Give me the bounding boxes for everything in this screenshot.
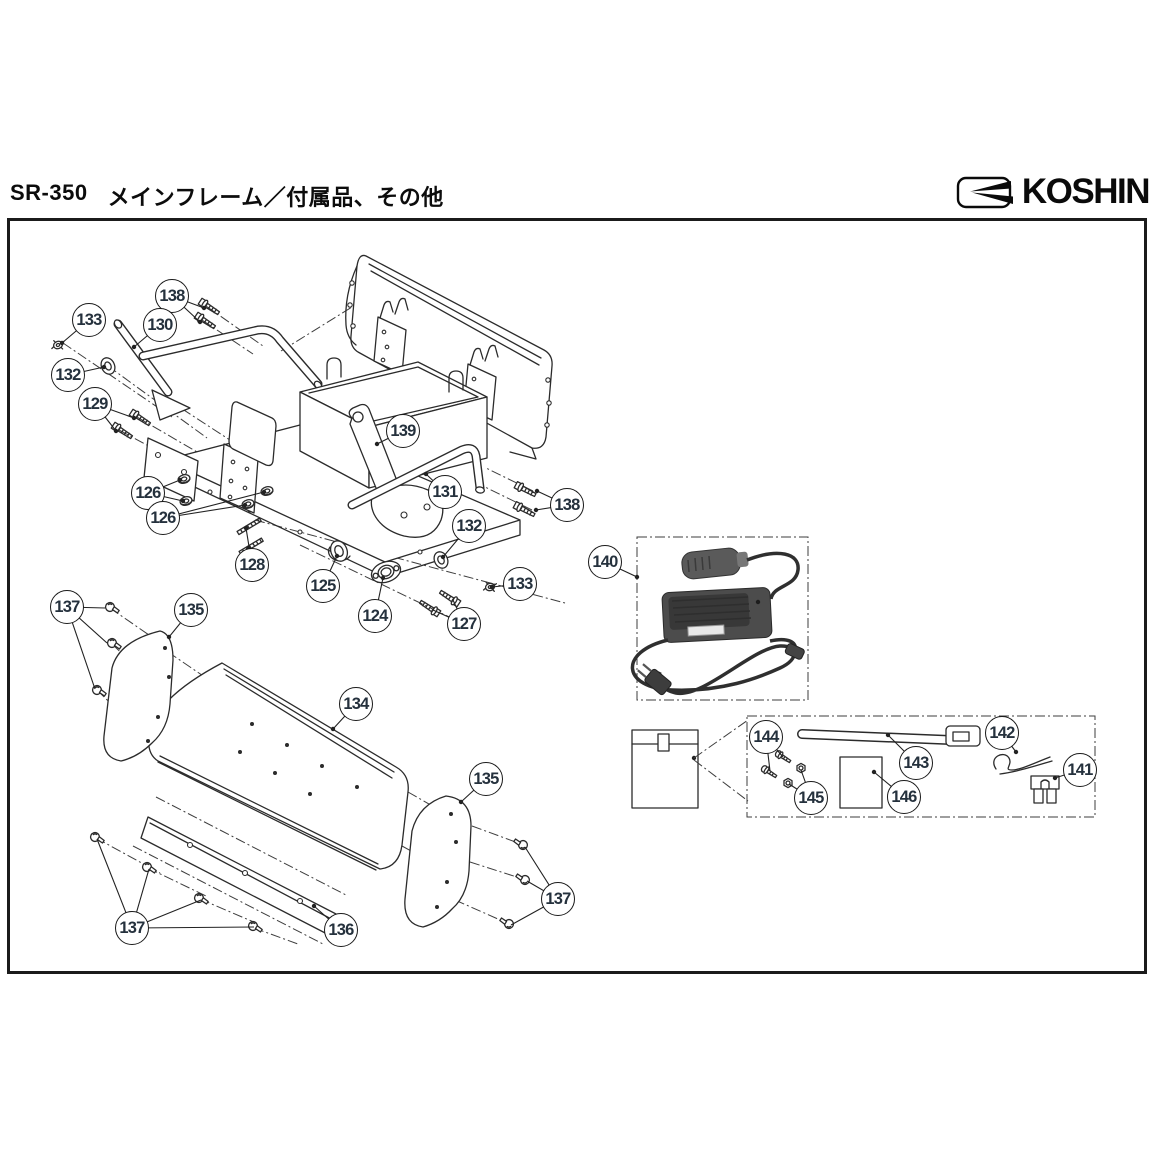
callout-125: 125 [306,569,340,603]
callout-137b: 137 [115,911,149,945]
model-number: SR-350 [10,180,88,205]
top-blade [345,254,553,460]
callout-146: 146 [887,780,921,814]
side-plate-left [103,630,174,762]
brand-name: KOSHIN [1021,172,1151,211]
callout-133: 133 [72,303,106,337]
callout-126b: 126 [146,501,180,535]
callout-124: 124 [358,599,392,633]
handle-bar [113,319,323,421]
lock-pin-rod [797,725,981,747]
callout-130: 130 [143,308,177,342]
callout-126: 126 [131,476,165,510]
accessory-box [746,715,1096,818]
lower-blade [148,662,409,871]
section-title: メインフレーム／付属品、その他 [107,185,444,210]
callout-127: 127 [447,607,481,641]
callout-132: 132 [51,358,85,392]
callout-137: 137 [50,590,84,624]
callout-143: 143 [899,746,933,780]
leader-lines [59,295,1081,931]
callout-145: 145 [794,781,828,815]
fuse [1030,775,1060,804]
callout-132b: 132 [452,509,486,543]
callout-138: 138 [155,279,189,313]
callout-136: 136 [324,913,358,947]
bearing-flange [370,560,402,584]
charger-box [630,536,809,701]
callout-139: 139 [386,414,420,448]
callout-140: 140 [588,545,622,579]
callout-128: 128 [235,548,269,582]
callout-133b: 133 [503,567,537,601]
callout-141: 141 [1063,753,1097,787]
battery-box [299,357,488,489]
callout-129: 129 [78,387,112,421]
callout-131: 131 [428,475,462,509]
brand-logo: KOSHIN [956,172,1151,212]
r-pin [993,754,1053,775]
callout-135: 135 [174,593,208,627]
callout-135b: 135 [469,762,503,796]
koshin-logo-icon [956,176,1013,209]
support-arm [348,403,444,538]
callout-134: 134 [339,687,373,721]
handle-tube [347,444,486,510]
callout-142: 142 [985,716,1019,750]
page-title: SR-350 メインフレーム／付属品、その他 [10,180,444,212]
callout-144: 144 [749,720,783,754]
callout-137c: 137 [541,882,575,916]
label-sheet [839,756,883,809]
accessory-bag [631,719,749,809]
callout-138b: 138 [550,488,584,522]
side-plate-right [404,795,472,928]
charger-photo [630,547,805,696]
